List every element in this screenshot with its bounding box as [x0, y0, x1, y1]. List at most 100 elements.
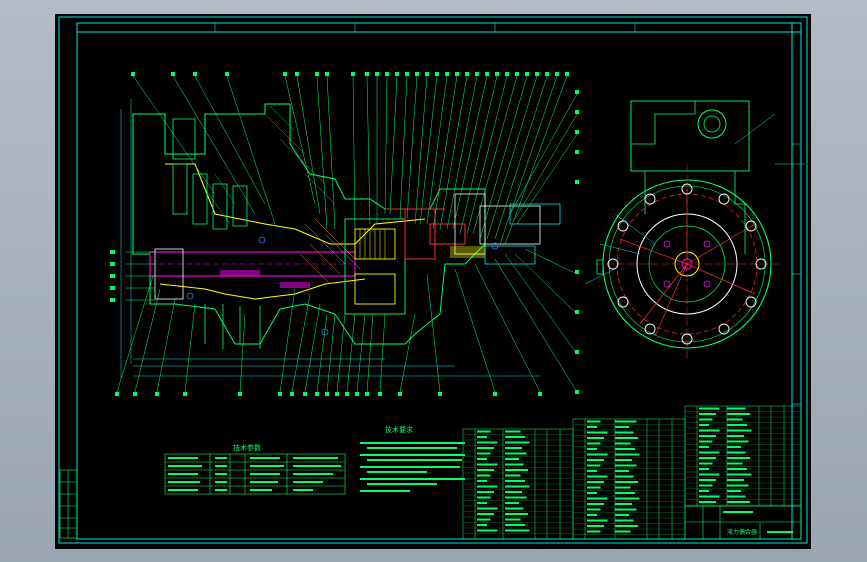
- table-cell-text: [477, 436, 487, 438]
- drawing-frame: [58, 16, 808, 544]
- table-cell-text: [505, 513, 528, 515]
- table-cell-text: [615, 519, 634, 522]
- table-cell-text: [587, 426, 597, 428]
- table-cell-text: [505, 447, 522, 449]
- table-cell-text: [505, 452, 527, 455]
- table-cell-text: [699, 451, 720, 454]
- balloon-marks-top: [131, 72, 579, 394]
- table-cell-text: [587, 525, 604, 527]
- table-cell-text: [505, 524, 525, 526]
- table-cell-text: [477, 502, 487, 504]
- table-cell-text: [699, 457, 716, 459]
- tech-parameter-rows: [168, 457, 341, 491]
- table-cell-text: [587, 431, 608, 434]
- table-cell-text: [587, 437, 604, 439]
- table-cell-text: [615, 442, 631, 445]
- table-cell-text: [587, 514, 597, 516]
- table-cell-text: [587, 459, 604, 461]
- leader-lines-bottom: [116, 248, 578, 393]
- table-cell-text: [699, 418, 713, 421]
- table-cell-text: [615, 503, 632, 505]
- table-cell-text: [587, 470, 597, 472]
- end-view: [584, 100, 805, 359]
- table-cell-text: [477, 491, 494, 493]
- table-cell-text: [587, 453, 608, 456]
- table-cell-text: [587, 442, 601, 445]
- section-view: [132, 103, 561, 349]
- table-cell-text: [505, 507, 524, 510]
- table-cell-text: [505, 480, 525, 482]
- parts-list-rows: [463, 407, 801, 535]
- bolt-holes: [607, 183, 767, 345]
- table-cell-text: [699, 490, 709, 492]
- table-cell-text: [587, 519, 608, 522]
- tech-requirements-title: 技术要求: [385, 425, 413, 434]
- table-cell-text: [699, 413, 716, 415]
- table-cell-text: [615, 437, 638, 439]
- table-cell-text: [615, 514, 629, 516]
- table-cell-text: [727, 501, 750, 503]
- drawing-canvas[interactable]: 技术参数 技术要求: [55, 14, 811, 549]
- table-cell-text: [727, 451, 746, 454]
- table-cell-text: [615, 453, 640, 456]
- table-cell-text: [587, 475, 608, 478]
- table-cell-text: [615, 459, 632, 461]
- table-cell-text: [505, 469, 528, 471]
- table-cell-text: [477, 458, 487, 460]
- dimension-lines: [120, 99, 540, 379]
- table-cell-text: [727, 479, 744, 481]
- table-cell-text: [587, 497, 608, 500]
- table-cell-text: [587, 464, 601, 467]
- table-cell-text: [587, 420, 601, 423]
- leader-lines-top: [132, 75, 578, 245]
- table-cell-text: [699, 479, 716, 481]
- table-cell-text: [477, 513, 494, 515]
- table-cell-text: [477, 441, 498, 444]
- table-cell-text: [727, 429, 752, 432]
- table-cell-text: [727, 435, 744, 437]
- balloon-marks-bottom: [110, 250, 542, 396]
- table-cell-text: [699, 435, 716, 437]
- table-cell-text: [699, 407, 720, 410]
- table-cell-text: [699, 484, 713, 487]
- table-cell-text: [615, 497, 640, 500]
- table-cell-text: [505, 463, 524, 466]
- table-cell-text: [477, 507, 498, 510]
- table-cell-text: [727, 413, 750, 415]
- table-cell-text: [505, 491, 522, 493]
- table-cell-text: [477, 496, 491, 499]
- title-block-name: 液力偶合器: [727, 528, 757, 536]
- table-cell-text: [727, 424, 747, 426]
- table-cell-text: [615, 420, 637, 423]
- table-cell-text: [505, 485, 530, 488]
- table-cell-text: [727, 457, 750, 459]
- table-cell-text: [699, 468, 709, 470]
- table-cell-text: [615, 481, 638, 483]
- table-cell-text: [477, 485, 498, 488]
- table-cell-text: [587, 481, 604, 483]
- table-cell-text: [505, 502, 519, 504]
- table-cell-text: [699, 501, 716, 503]
- table-cell-text: [727, 484, 749, 487]
- table-cell-text: [699, 440, 713, 443]
- table-cell-text: [477, 518, 491, 521]
- table-cell-text: [505, 458, 519, 460]
- table-cell-text: [727, 418, 743, 421]
- table-cell-text: [699, 473, 720, 476]
- table-cell-text: [477, 529, 498, 532]
- table-cell-text: [477, 463, 498, 466]
- table-cell-text: [587, 486, 601, 489]
- title-block-marks: [723, 511, 793, 533]
- tech-parameter-title: 技术参数: [233, 443, 261, 452]
- table-cell-text: [587, 492, 597, 494]
- table-cell-text: [587, 503, 604, 505]
- table-cell-text: [505, 430, 521, 433]
- table-cell-text: [699, 495, 720, 498]
- table-cell-text: [505, 474, 521, 477]
- table-cell-text: [477, 452, 491, 455]
- table-cell-text: [699, 424, 709, 426]
- table-cell-text: [727, 468, 747, 470]
- table-cell-text: [699, 462, 713, 465]
- table-cell-text: [727, 473, 752, 476]
